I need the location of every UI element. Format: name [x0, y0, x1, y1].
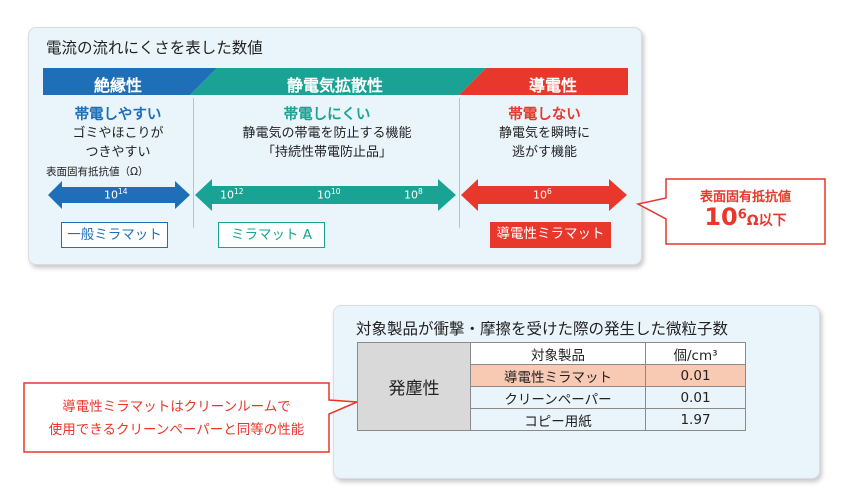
particle-table: 発塵性 対象製品 個/cm³ 導電性ミラマット 0.01 クリーンペーパー 0.…	[357, 342, 746, 431]
tick-label: 1012	[220, 187, 244, 202]
category-label-dissipative: 静電気拡散性	[286, 76, 383, 95]
category-band-insulating	[43, 68, 217, 95]
tick-base: 10	[533, 188, 547, 202]
property-dissipative: 帯電しにくい	[283, 107, 371, 123]
resistance-chart-title: 電流の流れにくさを表した数値	[46, 39, 263, 57]
tick-label: 1014	[104, 187, 128, 202]
tick-base: 10	[317, 188, 331, 202]
callout-line: 導電性ミラマットはクリーンルームで	[62, 399, 291, 415]
product-conductive-miramat: 導電性ミラマット	[490, 222, 611, 248]
particle-table-title: 対象製品が衝撃・摩擦を受けた際の発生した微粒子数	[356, 320, 729, 338]
description-insulating: ゴミやほこりが つきやすい	[43, 124, 193, 162]
arrow-insulating	[48, 181, 190, 209]
category-label-insulating: 絶縁性	[93, 76, 142, 95]
category-band-conductive	[459, 68, 628, 95]
callout-value-unit: Ω以下	[746, 213, 787, 229]
tick-label: 1010	[317, 187, 341, 202]
tick-label: 108	[404, 187, 423, 202]
product-general-miramat: 一般ミラマット	[61, 222, 168, 248]
resistance-callout-value: 106Ω以下	[666, 203, 825, 231]
particle-callout-text: 導電性ミラマットはクリーンルームで 使用できるクリーンペーパーと同等の性能	[24, 396, 329, 442]
description-dissipative: 静電気の帯電を防止する機能 「持続性帯電防止品」	[195, 124, 459, 162]
tick-exponent: 14	[118, 187, 128, 196]
arrow-conductive	[461, 179, 627, 211]
description-line: つきやすい	[85, 145, 151, 160]
column-divider	[459, 98, 460, 228]
tick-label: 106	[533, 187, 552, 202]
category-band-dissipative	[190, 68, 486, 95]
product-miramat-a: ミラマット A	[218, 222, 325, 248]
tick-exponent: 8	[418, 187, 423, 196]
property-insulating: 帯電しやすい	[74, 107, 162, 123]
tick-base: 10	[404, 188, 418, 202]
callout-line: 使用できるクリーンペーパーと同等の性能	[48, 422, 305, 438]
category-label-conductive: 導電性	[528, 76, 577, 95]
table-row: コピー用紙 1.97	[358, 408, 746, 431]
table-header-row: 発塵性 対象製品 個/cm³	[357, 342, 746, 431]
description-line: 静電気を瞬時に	[498, 126, 590, 141]
tick-exponent: 12	[234, 187, 244, 196]
scale-label: 表面固有抵抗値（Ω）	[46, 166, 149, 178]
table-cell-value: 1.97	[645, 408, 746, 431]
resistance-callout-label: 表面固有抵抗値	[699, 190, 791, 205]
tick-base: 10	[220, 188, 234, 202]
table-row: クリーンペーパー 0.01	[358, 386, 746, 409]
callout-value-base: 10	[704, 203, 738, 231]
description-line: 逃がす機能	[511, 145, 577, 160]
description-conductive: 静電気を瞬時に 逃がす機能	[461, 124, 628, 162]
description-line: ゴミやほこりが	[72, 126, 164, 141]
column-divider	[193, 98, 194, 228]
table-row: 導電性ミラマット 0.01	[358, 364, 746, 387]
callout-value-exponent: 6	[737, 207, 747, 223]
description-line: 静電気の帯電を防止する機能	[242, 126, 412, 141]
description-line: 「持続性帯電防止品」	[261, 145, 392, 160]
tick-exponent: 6	[547, 187, 552, 196]
tick-exponent: 10	[331, 187, 341, 196]
row-header-dust: 発塵性	[357, 342, 471, 431]
tick-base: 10	[104, 188, 118, 202]
property-conductive: 帯電しない	[508, 107, 581, 123]
table-cell-product: クリーンペーパー	[470, 386, 646, 409]
arrow-dissipative	[195, 179, 456, 211]
table-cell-product: コピー用紙	[470, 408, 646, 431]
